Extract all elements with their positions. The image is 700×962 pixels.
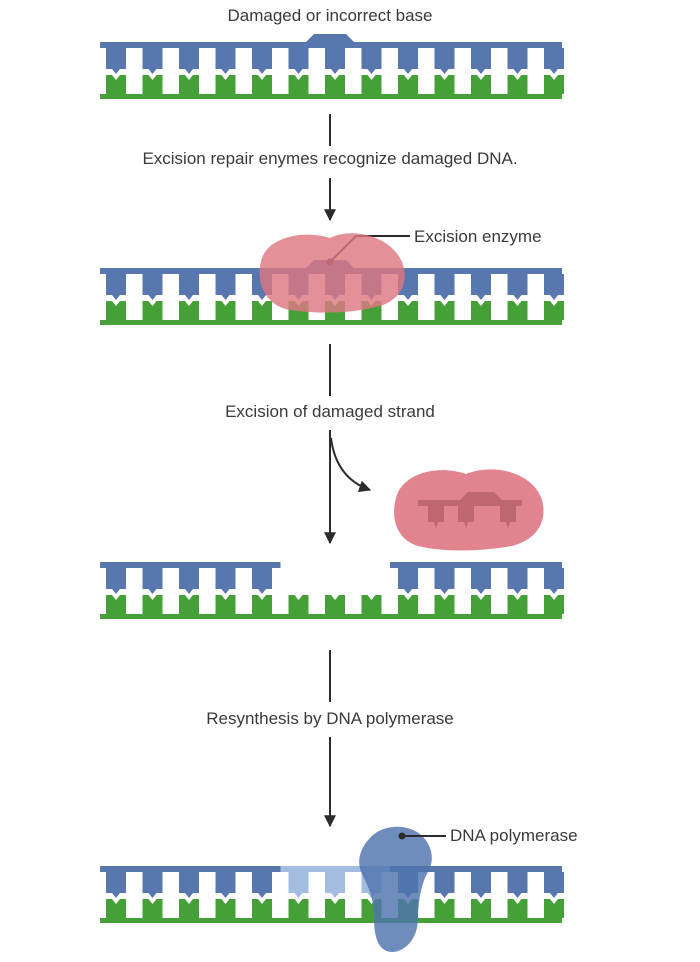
dna-polymerase-pointer-dot: [398, 832, 406, 840]
step-resynthesis-label: Resynthesis by DNA polymerase: [206, 709, 454, 728]
excision-enzyme: [259, 233, 405, 313]
damaged-base-label: Damaged or incorrect base: [227, 6, 432, 25]
dna-4-resynthesis: [100, 866, 564, 923]
excision-enzyme-label: Excision enzyme: [414, 227, 542, 246]
arrow-enzyme-release: [330, 437, 372, 493]
excised-fragment: [418, 492, 522, 528]
dna-3-excised: [100, 562, 564, 619]
released-enzyme-with-fragment: [394, 469, 544, 551]
dna-1-damaged: [100, 34, 564, 99]
dna-polymerase-label: DNA polymerase: [450, 826, 578, 845]
step-recognize-label: Excision repair enymes recognize damaged…: [142, 149, 517, 168]
step-excision-label: Excision of damaged strand: [225, 402, 435, 421]
dna-polymerase: [359, 826, 432, 952]
